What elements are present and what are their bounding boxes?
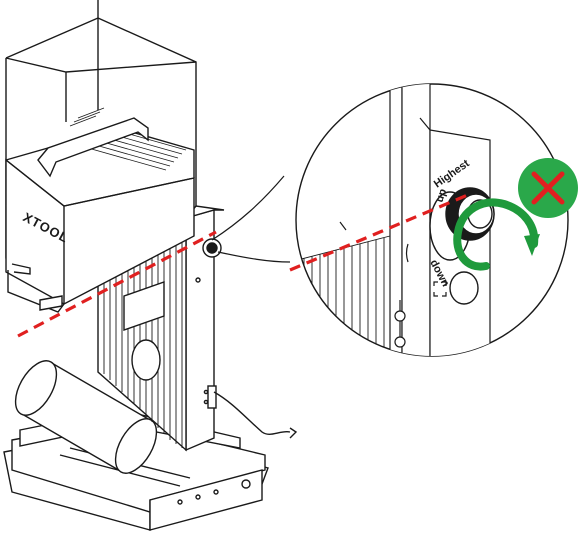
riser-stand (97, 205, 298, 452)
clockwise-arrow-icon (453, 198, 540, 271)
laser-machine (5, 0, 222, 313)
cylinder-workpiece (14, 360, 158, 474)
prohibited-x-icon (518, 158, 578, 218)
focus-frame-icon (433, 281, 447, 297)
label-up: up (434, 187, 450, 204)
callout-leader-lines (211, 175, 291, 263)
laser-level-line (17, 192, 471, 338)
detail-callout: Highest up down (295, 83, 569, 357)
